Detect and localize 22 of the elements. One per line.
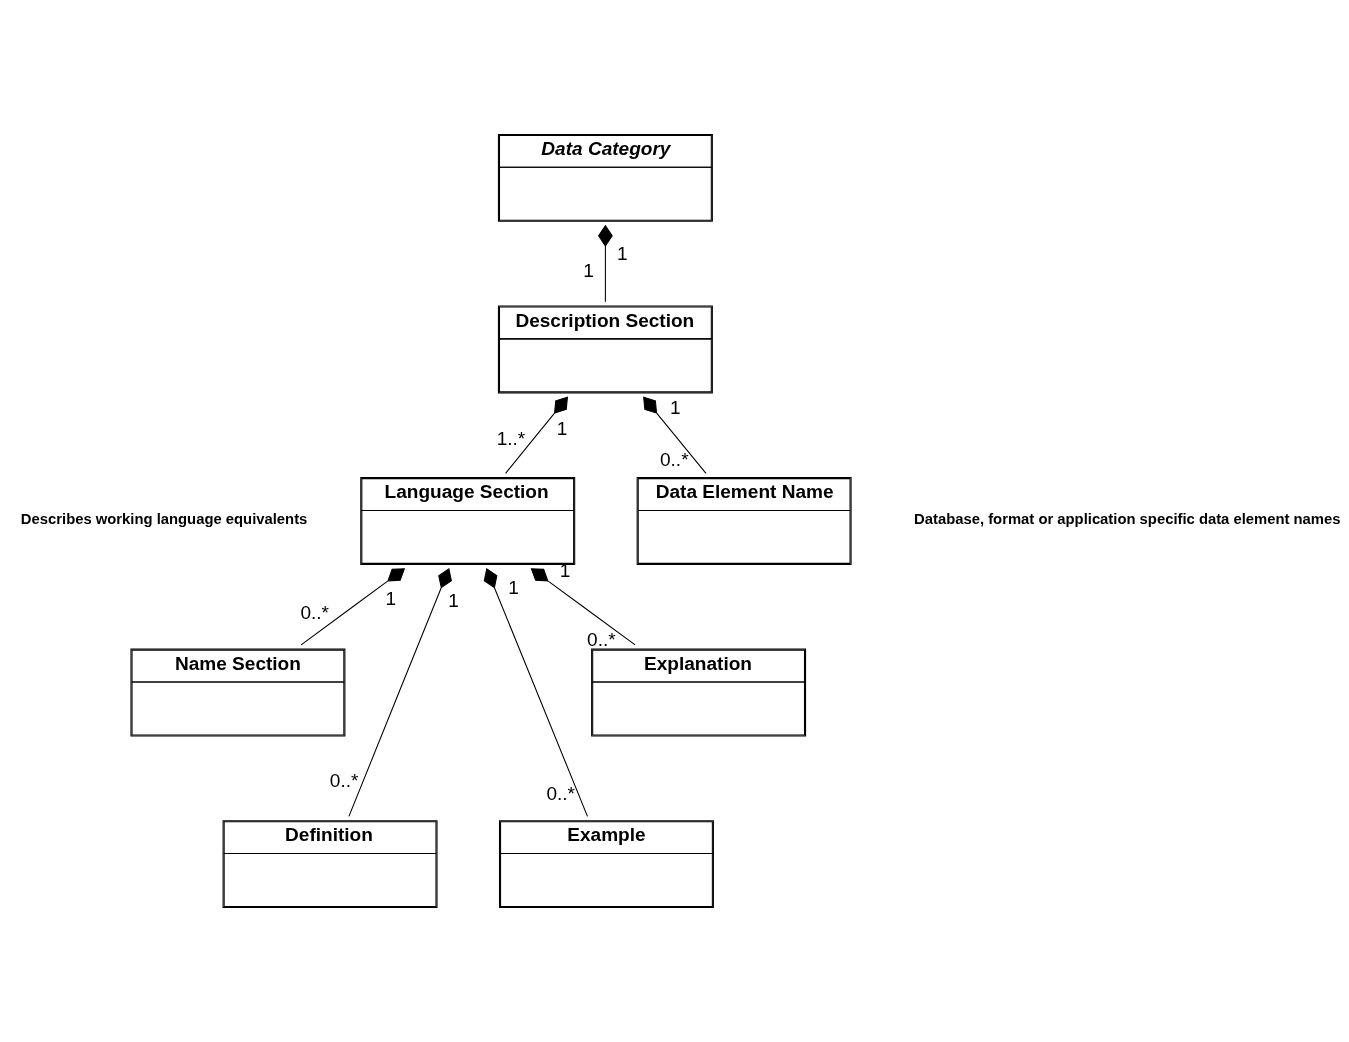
label: 0..* (300, 601, 329, 623)
connector (300, 568, 406, 646)
label: 1 (385, 587, 397, 609)
connector (505, 396, 569, 474)
label: 0..* (546, 783, 576, 805)
label: 1..* (496, 427, 526, 449)
label: 1 (508, 577, 519, 599)
label: 1 (448, 589, 459, 611)
label: Database, format or application specific data element names (914, 510, 1341, 527)
label: 0..* (587, 628, 616, 650)
label: Describes working language equivalents (20, 510, 308, 527)
label: 0..* (659, 449, 689, 471)
label: 1 (617, 242, 628, 264)
label: 1 (670, 396, 681, 418)
connector (348, 567, 452, 817)
label: 1 (556, 418, 568, 440)
connector (643, 396, 707, 474)
label: 0..* (329, 770, 359, 792)
connector (530, 568, 636, 646)
label: 1 (583, 260, 594, 282)
connector (598, 224, 613, 303)
connector (483, 567, 588, 817)
